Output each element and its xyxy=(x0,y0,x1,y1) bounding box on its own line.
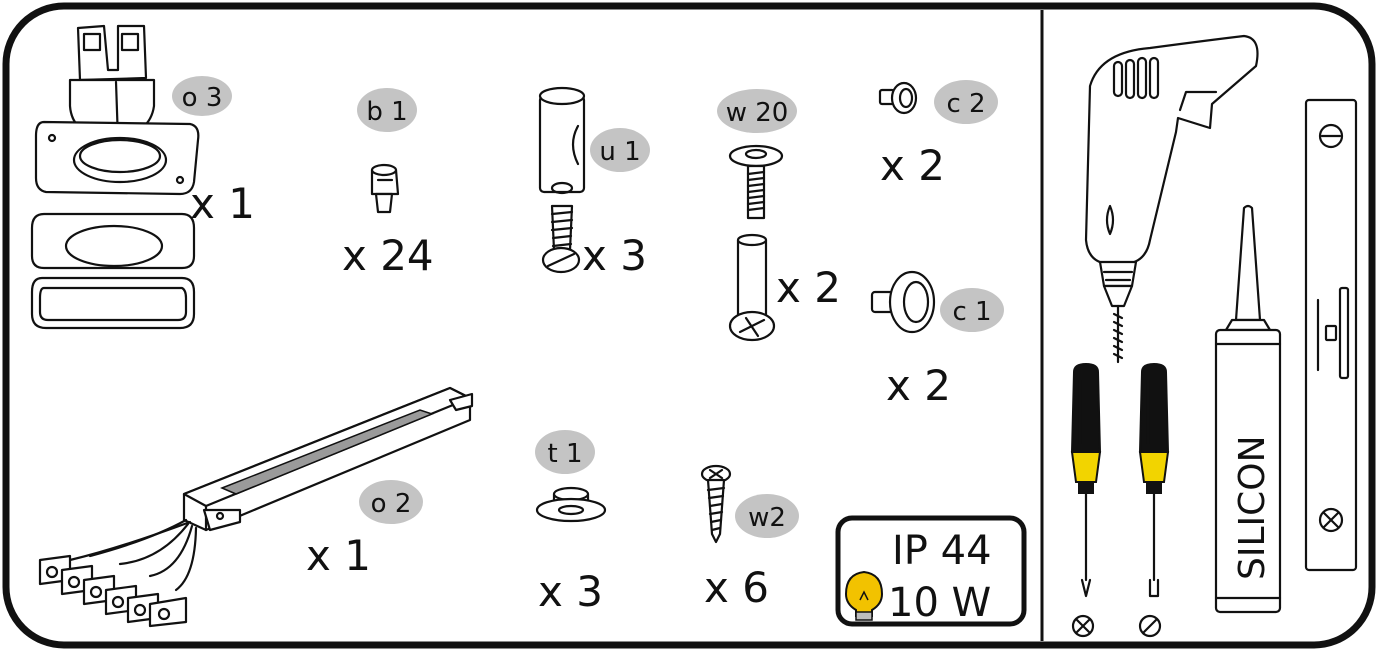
led-driver-icon xyxy=(38,386,474,628)
part-code-w2: w2 xyxy=(748,503,786,533)
badge-w20 xyxy=(717,89,797,133)
badge-t1 xyxy=(535,430,595,474)
badge-c2 xyxy=(934,80,998,124)
badge-o3 xyxy=(172,76,232,116)
badge-c1 xyxy=(940,288,1004,332)
part-code-u1: u 1 xyxy=(599,137,640,167)
badge-u1 xyxy=(590,128,650,172)
part-qty-w20: x 2 xyxy=(776,263,841,312)
part-qty-c2: x 2 xyxy=(880,141,945,190)
sealant-label: SILICON xyxy=(1232,435,1273,580)
part-qty-w2: x 6 xyxy=(704,563,769,612)
large-knob-icon xyxy=(870,270,936,334)
part-qty-o3: x 1 xyxy=(190,179,255,228)
badge-b1 xyxy=(357,88,417,132)
phillips-screwdriver-icon xyxy=(1070,362,1102,638)
part-qty-t1: x 3 xyxy=(538,567,603,616)
part-qty-u1: x 3 xyxy=(582,231,647,280)
connector-bolt-icon xyxy=(538,86,586,274)
silicone-cartridge-icon: SILICON xyxy=(1214,204,1282,614)
wood-screw-icon xyxy=(700,464,732,544)
housing-icon xyxy=(30,24,200,330)
part-code-b1: b 1 xyxy=(366,97,407,127)
flat-screwdriver-icon xyxy=(1138,362,1170,638)
bolt-sleeve-icon xyxy=(728,144,784,342)
part-code-o3: o 3 xyxy=(182,83,223,113)
part-qty-o2: x 1 xyxy=(306,531,371,580)
part-code-t1: t 1 xyxy=(547,439,582,469)
rating-box: IP 44 10 W xyxy=(835,515,1027,627)
spirit-level-icon xyxy=(1304,98,1358,572)
small-knob-icon xyxy=(878,81,918,115)
grommet-icon xyxy=(535,486,607,523)
part-qty-b1: x 24 xyxy=(342,231,434,280)
badge-w2 xyxy=(735,494,799,538)
light-bulb-icon xyxy=(844,570,884,621)
power-rating: 10 W xyxy=(888,580,991,626)
shelf-pin-icon xyxy=(370,163,400,214)
ip-rating: IP 44 xyxy=(892,528,992,574)
drill-icon xyxy=(1084,34,1259,364)
part-code-c2: c 2 xyxy=(946,89,985,119)
terminal-block-icon xyxy=(38,554,188,628)
part-code-o2: o 2 xyxy=(371,489,412,519)
badge-o2 xyxy=(359,480,423,524)
part-code-c1: c 1 xyxy=(952,297,991,327)
part-qty-c1: x 2 xyxy=(886,361,951,410)
part-code-w20: w 20 xyxy=(726,98,789,128)
